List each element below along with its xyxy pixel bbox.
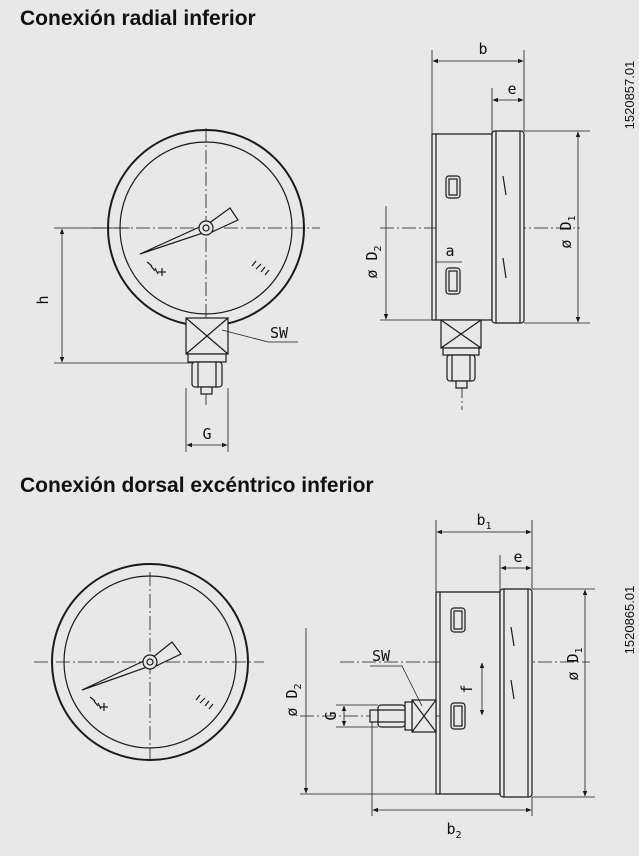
dimension-a: a — [436, 242, 462, 263]
label-sw-2: SW — [372, 647, 391, 665]
label-d1-2: ø D — [564, 653, 582, 680]
dimension-b1: b1 — [435, 511, 533, 592]
dimension-d1-1: ø D1 — [524, 130, 590, 324]
dimension-b2: b2 — [371, 722, 533, 841]
gauge-front-view-1 — [92, 128, 320, 405]
label-d2-1: ø D — [363, 251, 381, 278]
svg-text:ø D2: ø D2 — [283, 683, 304, 716]
label-d1-1-sub: 1 — [567, 215, 578, 221]
label-b2: b — [446, 820, 455, 838]
gauge-side-view-1 — [380, 130, 580, 410]
section-title-radial: Conexión radial inferior — [20, 7, 256, 30]
dimension-b: b — [431, 40, 525, 134]
dimension-g-2: G — [322, 704, 378, 728]
label-d1-1: ø D — [557, 221, 575, 248]
gauge-side-view-2 — [300, 588, 590, 798]
drawing-code-2: 1520865.01 — [622, 586, 637, 655]
leader-sw-1: SW — [221, 324, 298, 343]
label-sw-1: SW — [270, 324, 289, 342]
svg-text:b2: b2 — [446, 820, 461, 841]
label-b1: b — [476, 511, 485, 529]
dimension-e-1: e — [491, 80, 524, 134]
label-d2-2: ø D — [283, 689, 301, 716]
label-d1-2-sub: 1 — [574, 647, 585, 653]
label-d2-1-sub: 2 — [373, 245, 384, 251]
dimension-f: f — [458, 662, 485, 716]
label-b2-sub: 2 — [456, 830, 462, 841]
label-f: f — [458, 684, 476, 693]
dimension-g-1: G — [185, 388, 229, 452]
leader-sw-2: SW — [370, 647, 423, 707]
label-a: a — [445, 242, 454, 260]
gauge-front-view-2 — [34, 563, 264, 761]
label-d2-2-sub: 2 — [293, 683, 304, 689]
svg-text:ø D1: ø D1 — [557, 215, 578, 248]
section-title-dorsal: Conexión dorsal excéntrico inferior — [20, 474, 374, 497]
svg-text:b1: b1 — [476, 511, 491, 532]
label-e-2: e — [513, 548, 522, 566]
dimension-d1-2: ø D1 — [532, 588, 595, 798]
dimension-h: h — [34, 227, 192, 364]
label-g-2: G — [322, 711, 340, 720]
label-b1-sub: 1 — [486, 521, 492, 532]
svg-text:ø D2: ø D2 — [363, 245, 384, 278]
label-b: b — [478, 40, 487, 58]
label-g-1: G — [202, 425, 211, 443]
svg-text:ø D1: ø D1 — [564, 647, 585, 680]
drawing-code-1: 1520857.01 — [622, 61, 637, 130]
label-h: h — [34, 295, 52, 304]
dimension-d2-2: ø D2 — [283, 628, 436, 795]
dimension-d2-1: ø D2 — [363, 206, 432, 321]
dimension-e-2: e — [499, 548, 532, 592]
label-e-1: e — [507, 80, 516, 98]
